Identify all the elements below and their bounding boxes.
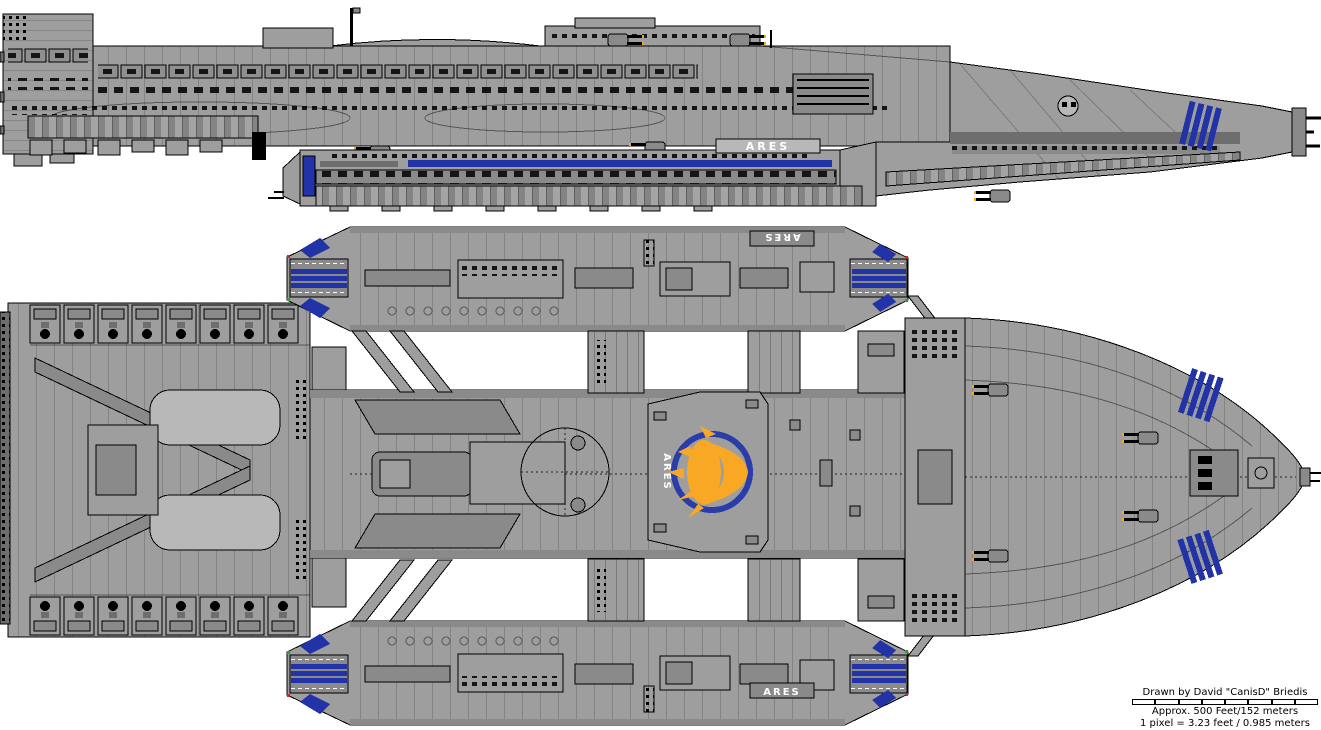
- pod-forward-guns: [268, 191, 284, 199]
- side-main-hull: [27, 7, 951, 160]
- side-name-band: [715, 138, 821, 154]
- top-view: ARES ARES ARES: [0, 226, 1321, 726]
- bottom-pod-name-band: [749, 682, 815, 699]
- ship-name-side: ARES: [746, 140, 790, 153]
- pixel-scale-text: 1 pixel = 3.23 feet / 0.985 meters: [1140, 717, 1310, 729]
- scale-bar: [1132, 699, 1318, 705]
- info-box: Drawn by David "CanisD" Briedis Approx. …: [1131, 686, 1319, 729]
- side-view: ARES: [0, 7, 1321, 212]
- side-bow-section: [875, 61, 1321, 203]
- bow-blue-stripes-upper: [1177, 368, 1224, 423]
- bow-ventral-turret: [973, 189, 1011, 203]
- dorsal-turret: [729, 33, 767, 47]
- top-stern-block: [0, 302, 311, 638]
- top-flight-pod: [286, 226, 909, 332]
- hull-slot: [252, 132, 266, 160]
- ship-name-top-pod: ARES: [763, 231, 800, 242]
- top-bow-head: [904, 317, 1321, 637]
- ship-name-bottom-pod: ARES: [763, 687, 800, 698]
- bow-probe: [1310, 472, 1321, 482]
- pod-blue-stripe: [408, 160, 832, 167]
- emblem-block: ARES: [647, 391, 769, 553]
- scale-length-text: Approx. 500 Feet/152 meters: [1151, 706, 1299, 717]
- bridge-porthole: [1057, 95, 1079, 117]
- side-flight-pod: ARES: [268, 138, 877, 212]
- top-spine: [309, 346, 921, 608]
- vent-slats: [797, 79, 869, 105]
- ship-name-emblem: ARES: [661, 453, 672, 490]
- side-bow-blue-stripes: [1179, 100, 1222, 152]
- sensor-mast: [350, 8, 353, 46]
- bow-antennas: [1306, 116, 1321, 148]
- top-pod-name-band: [749, 230, 815, 247]
- bottom-flight-pod: [286, 620, 909, 726]
- bow-blue-stripes-lower: [1177, 529, 1223, 584]
- phoenix-emblem: [668, 426, 748, 518]
- dorsal-dome: [329, 39, 541, 47]
- antenna-mast: [770, 30, 772, 48]
- credit-text: Drawn by David "CanisD" Briedis: [1142, 686, 1308, 698]
- pod-bow-blue-stripe: [302, 155, 316, 197]
